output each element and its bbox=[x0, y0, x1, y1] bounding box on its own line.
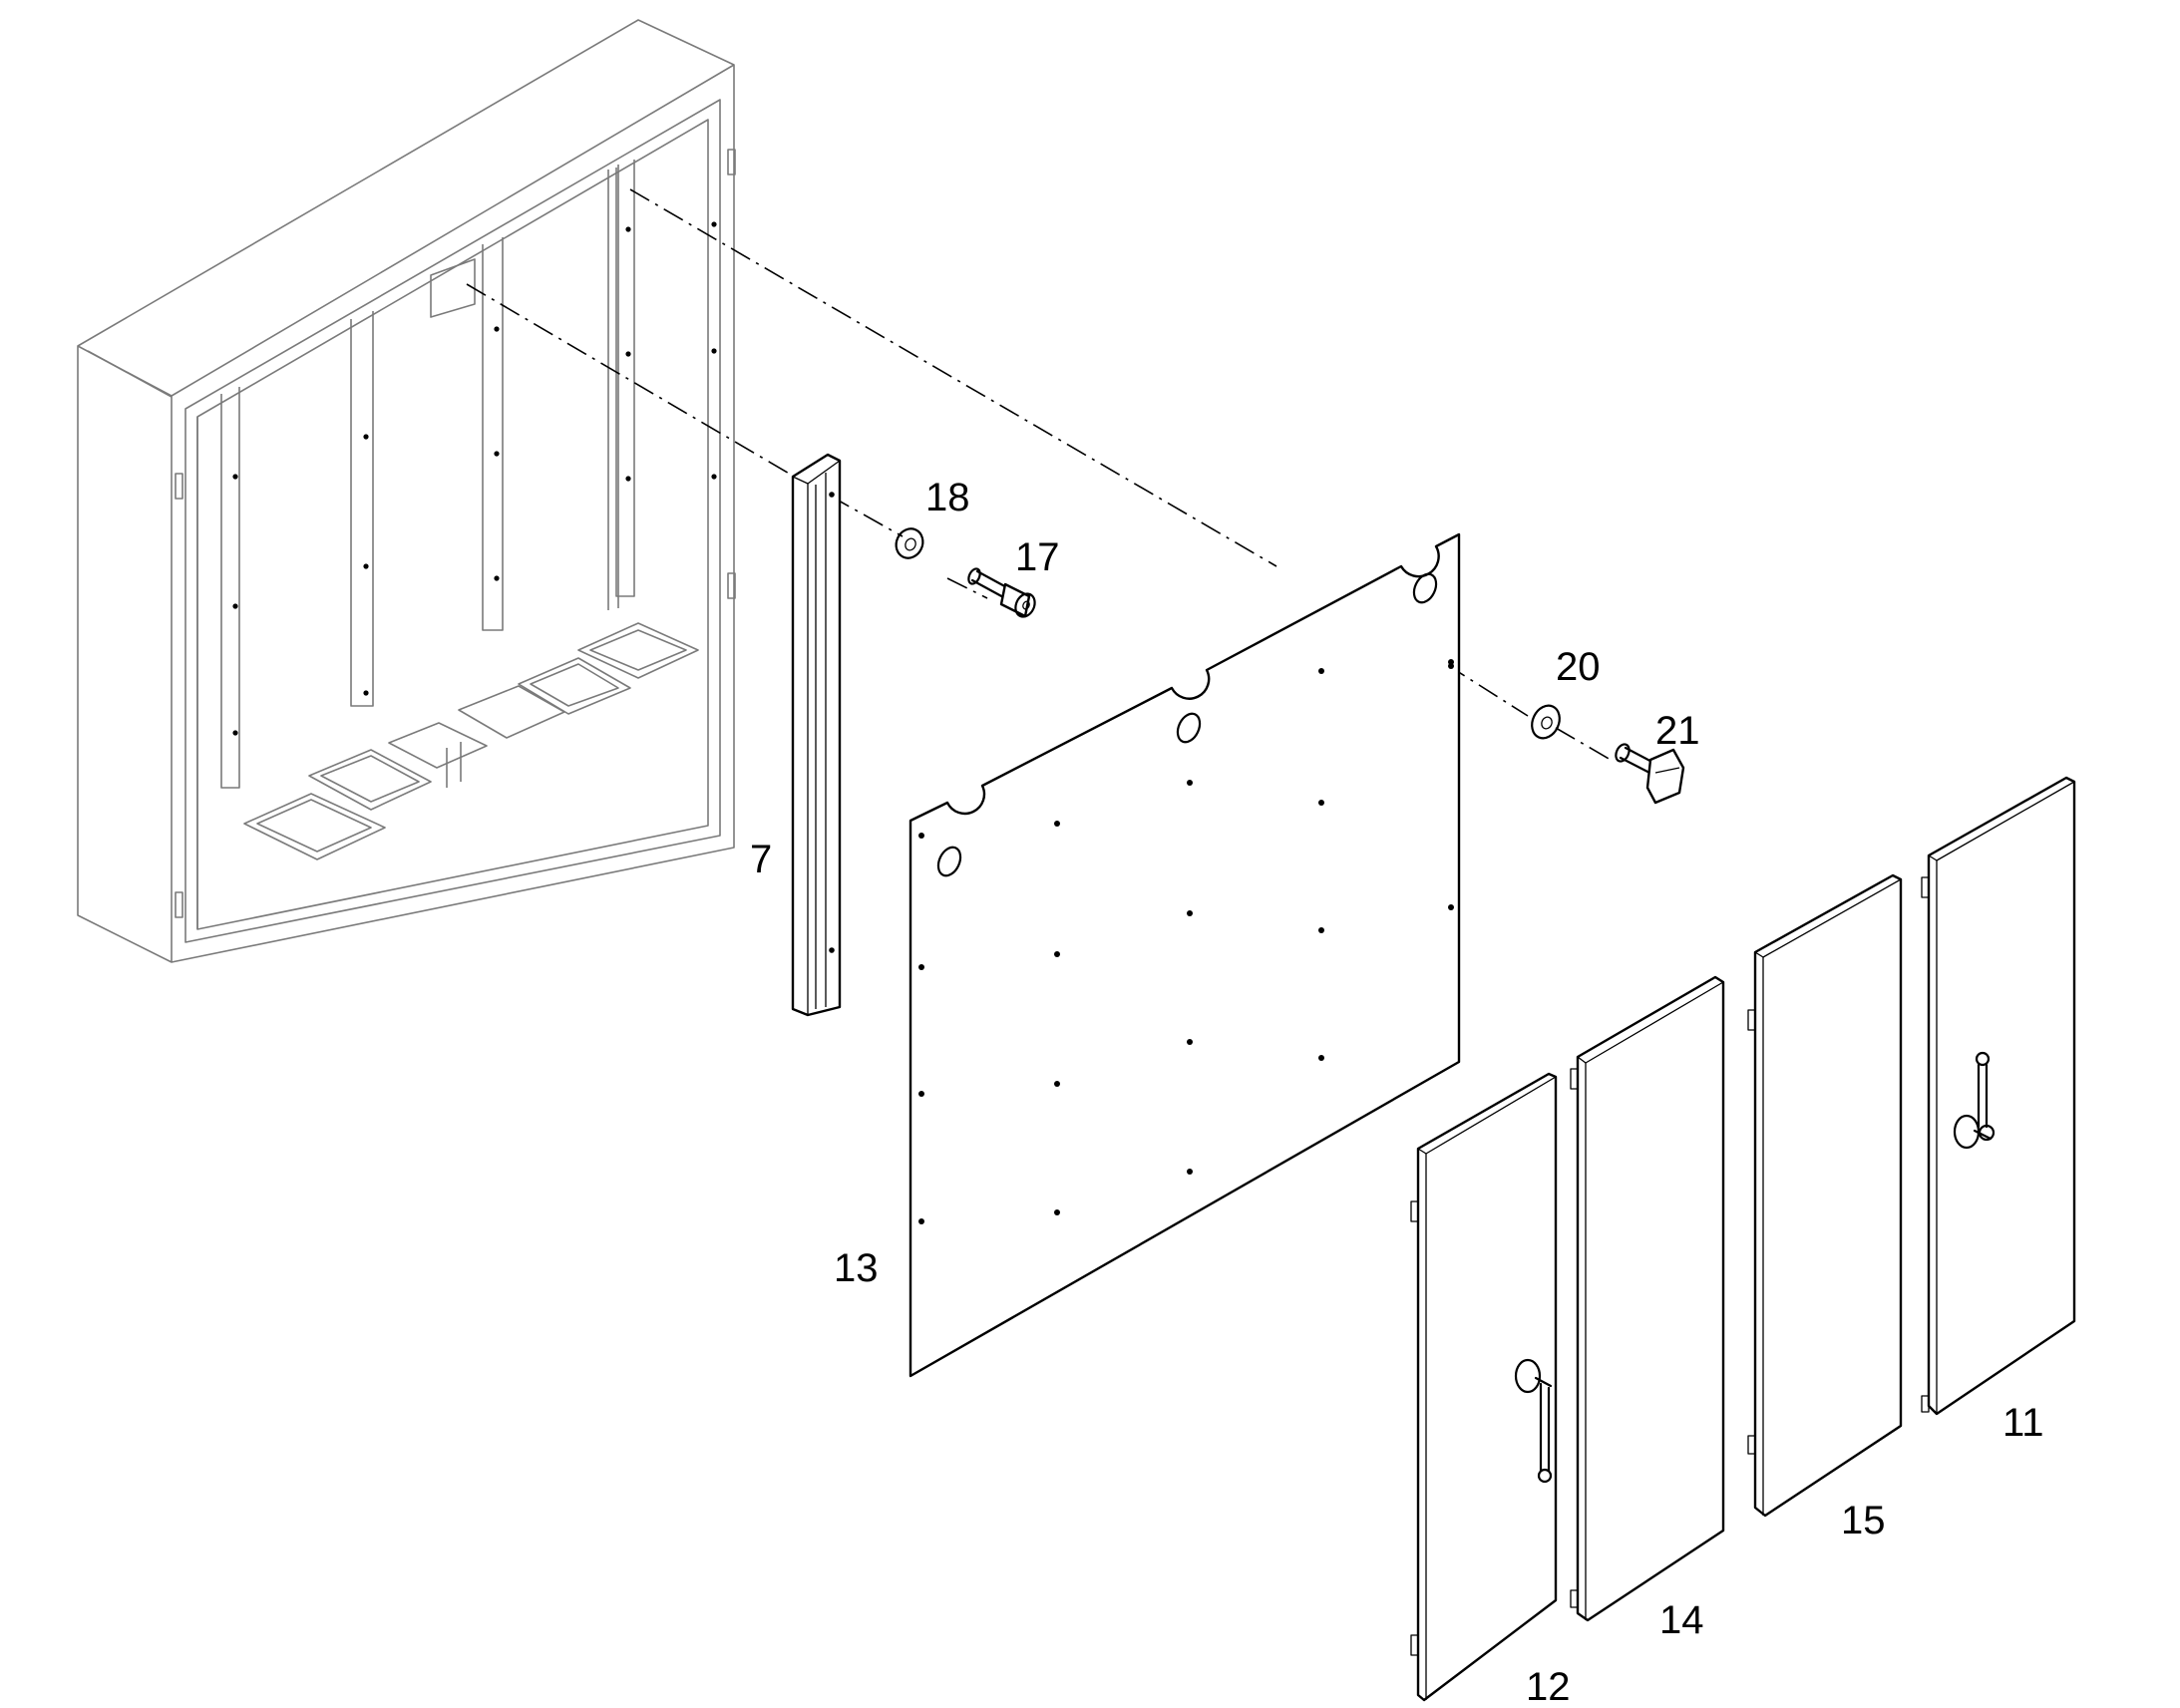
part-18-washer bbox=[895, 527, 924, 559]
label-part-18: 18 bbox=[925, 476, 970, 519]
label-part-20: 20 bbox=[1556, 645, 1601, 689]
label-part-12: 12 bbox=[1526, 1665, 1571, 1708]
part-13-mounting-plate bbox=[908, 532, 1461, 1378]
part-12-door-with-handle bbox=[1410, 1072, 1558, 1702]
label-part-15: 15 bbox=[1841, 1499, 1886, 1542]
label-part-13: 13 bbox=[834, 1246, 879, 1290]
part-11-door-with-handle bbox=[1921, 776, 2076, 1416]
part-7-mounting-rail bbox=[791, 453, 842, 1017]
label-part-14: 14 bbox=[1659, 1598, 1704, 1642]
part-labels: 18 17 7 20 21 13 11 15 14 12 bbox=[750, 476, 2044, 1708]
part-20-washer bbox=[1531, 704, 1561, 740]
label-part-21: 21 bbox=[1655, 709, 1700, 753]
label-part-7: 7 bbox=[750, 838, 772, 881]
part-15-side-panel bbox=[1747, 873, 1903, 1518]
label-part-11: 11 bbox=[2002, 1401, 2044, 1445]
enclosure-cabinet bbox=[77, 19, 736, 963]
part-14-side-panel bbox=[1570, 975, 1725, 1622]
part-21-bolt bbox=[1615, 743, 1685, 805]
part-17-screw bbox=[967, 567, 1036, 618]
label-part-17: 17 bbox=[1015, 535, 1060, 579]
